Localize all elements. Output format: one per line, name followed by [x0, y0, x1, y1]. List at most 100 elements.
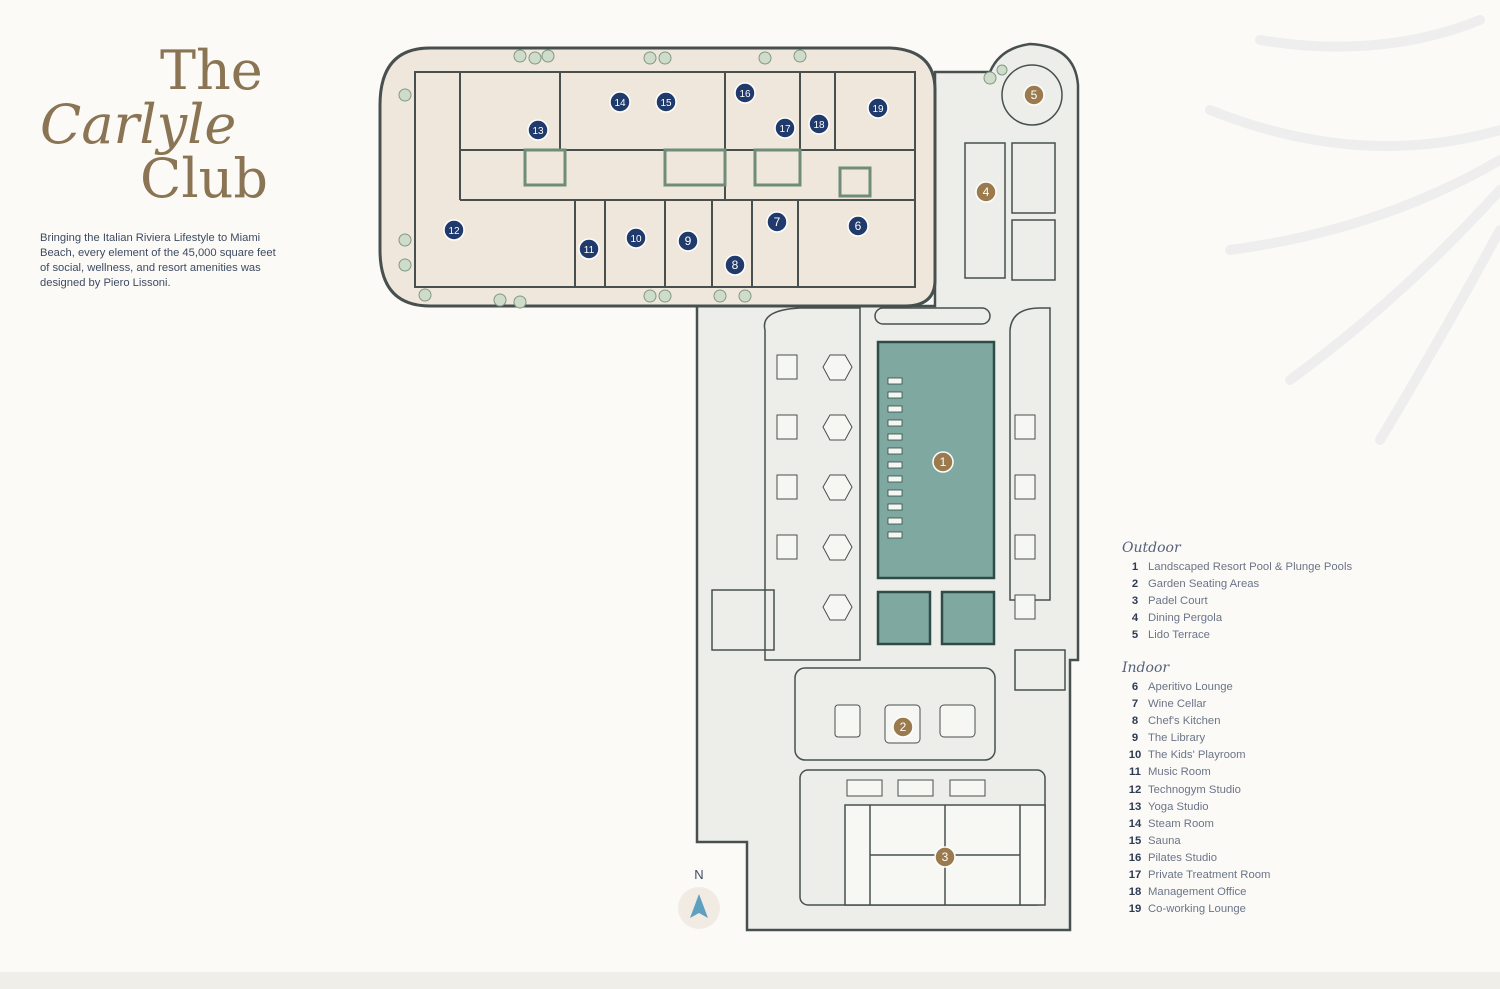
marker-label: 3	[942, 850, 949, 864]
title-line-carlyle: Carlyle	[40, 93, 237, 156]
legend-item: 18 Management Office	[1122, 884, 1270, 901]
legend-item-label: Sauna	[1148, 834, 1181, 847]
marker-2	[892, 716, 914, 738]
legend-item: 16 Pilates Studio	[1122, 850, 1270, 867]
lounge-seating	[776, 354, 1036, 797]
marker-16	[734, 82, 756, 104]
lido-terrace-area	[1001, 64, 1063, 126]
legend-item-label: Garden Seating Areas	[1148, 578, 1260, 591]
marker-7	[766, 211, 788, 233]
legend-item-label: Landscaped Resort Pool & Plunge Pools	[1148, 561, 1353, 573]
compass-north-label: N	[694, 867, 703, 882]
legend-item-number: 19	[1128, 903, 1142, 916]
marker-3	[934, 846, 956, 868]
footer-bar	[0, 972, 1500, 989]
legend-item-number: 13	[1128, 800, 1142, 813]
marker-6	[847, 215, 869, 237]
legend-item-label: The Library	[1148, 732, 1206, 745]
compass: N	[678, 867, 720, 929]
legend-item-number: 3	[1131, 595, 1139, 608]
legend-item-number: 1	[1131, 561, 1139, 573]
marker-label: 6	[855, 219, 862, 233]
legend-item-number: 6	[1131, 681, 1139, 693]
legend-item-label: Wine Cellar	[1148, 698, 1207, 711]
marker-14	[609, 91, 631, 113]
north-arrow-icon	[690, 894, 708, 918]
marker-15	[655, 91, 677, 113]
legend-indoor-heading: Indoor	[1122, 660, 1170, 676]
legend-item-number: 8	[1131, 715, 1139, 728]
legend-item-number: 15	[1128, 834, 1142, 847]
legend-item-label: Padel Court	[1148, 595, 1208, 608]
title-line-club: Club	[140, 147, 268, 210]
legend-item-number: 12	[1128, 783, 1142, 796]
marker-13	[527, 119, 549, 141]
marker-label: 10	[630, 234, 642, 245]
marker-label: 17	[779, 124, 791, 135]
legend-item-label: Private Treatment Room	[1148, 869, 1271, 882]
marker-11	[578, 238, 600, 260]
legend-item: 8 Chef's Kitchen	[1122, 713, 1270, 730]
marker-19	[867, 97, 889, 119]
legend-item-number: 11	[1129, 766, 1141, 779]
legend-item-label: Chef's Kitchen	[1148, 715, 1221, 728]
legend-item-number: 18	[1128, 886, 1142, 899]
legend-item: 2 Garden Seating Areas	[1122, 576, 1352, 593]
legend-item-label: Yoga Studio	[1148, 800, 1209, 813]
legend-item: 19 Co-working Lounge	[1122, 901, 1270, 918]
legend-item-number: 5	[1131, 629, 1139, 642]
marker-4	[975, 181, 997, 203]
legend-outdoor: Outdoor 1 Landscaped Resort Pool & Plunge…	[1122, 540, 1352, 644]
title-line-the: The	[160, 39, 263, 102]
legend-outdoor-heading: Outdoor	[1122, 540, 1181, 556]
legend-item: 1 Landscaped Resort Pool & Plunge Pools	[1122, 559, 1352, 576]
marker-1	[932, 451, 954, 473]
legend-item-label: Music Room	[1148, 766, 1211, 779]
legend-item-label: Aperitivo Lounge	[1148, 681, 1233, 693]
legend-item-label: Co-working Lounge	[1148, 903, 1246, 916]
legend-item-label: The Kids' Playroom	[1148, 749, 1246, 762]
marker-9	[677, 230, 699, 252]
intro-text: Bringing the Italian Riviera Lifestyle t…	[40, 232, 276, 289]
marker-label: 19	[872, 104, 884, 115]
legend-item-number: 4	[1131, 612, 1139, 625]
marker-label: 15	[660, 98, 672, 109]
legend-item: 7 Wine Cellar	[1122, 696, 1270, 713]
legend-item: 11 Music Room	[1122, 764, 1270, 781]
legend-item: 9 The Library	[1122, 730, 1270, 747]
plunge-pool-left	[876, 590, 932, 646]
legend-item: 17 Private Treatment Room	[1122, 867, 1271, 884]
legend-item-label: Pilates Studio	[1148, 851, 1218, 864]
indoor-wing-outline	[378, 46, 937, 308]
legend-item: 15 Sauna	[1122, 833, 1270, 850]
marker-label: 2	[900, 720, 907, 734]
marker-17	[774, 117, 796, 139]
marker-label: 13	[532, 126, 544, 137]
legend-item: 5 Lido Terrace	[1122, 627, 1352, 644]
legend-item-number: 9	[1131, 732, 1139, 745]
legend-item-label: Management Office	[1148, 886, 1247, 899]
landscape-shrubs	[398, 49, 1008, 309]
legend-item-label: Lido Terrace	[1148, 629, 1210, 642]
marker-18	[808, 113, 830, 135]
marker-label: 5	[1031, 88, 1038, 102]
legend-item: 6 Aperitivo Lounge	[1122, 679, 1270, 696]
legend-item-number: 17	[1128, 869, 1142, 882]
legend-item-number: 7	[1131, 698, 1139, 711]
marker-label: 9	[685, 234, 692, 248]
marker-10	[625, 227, 647, 249]
marker-label: 14	[614, 98, 626, 109]
legend-item-number: 16	[1128, 851, 1142, 864]
marker-label: 7	[774, 215, 781, 229]
marker-label: 16	[739, 89, 751, 100]
palm-shadow-decoration	[1205, 15, 1500, 445]
marker-label: 4	[983, 185, 990, 199]
legend-item-number: 14	[1128, 817, 1142, 830]
legend-item-number: 2	[1131, 578, 1139, 591]
